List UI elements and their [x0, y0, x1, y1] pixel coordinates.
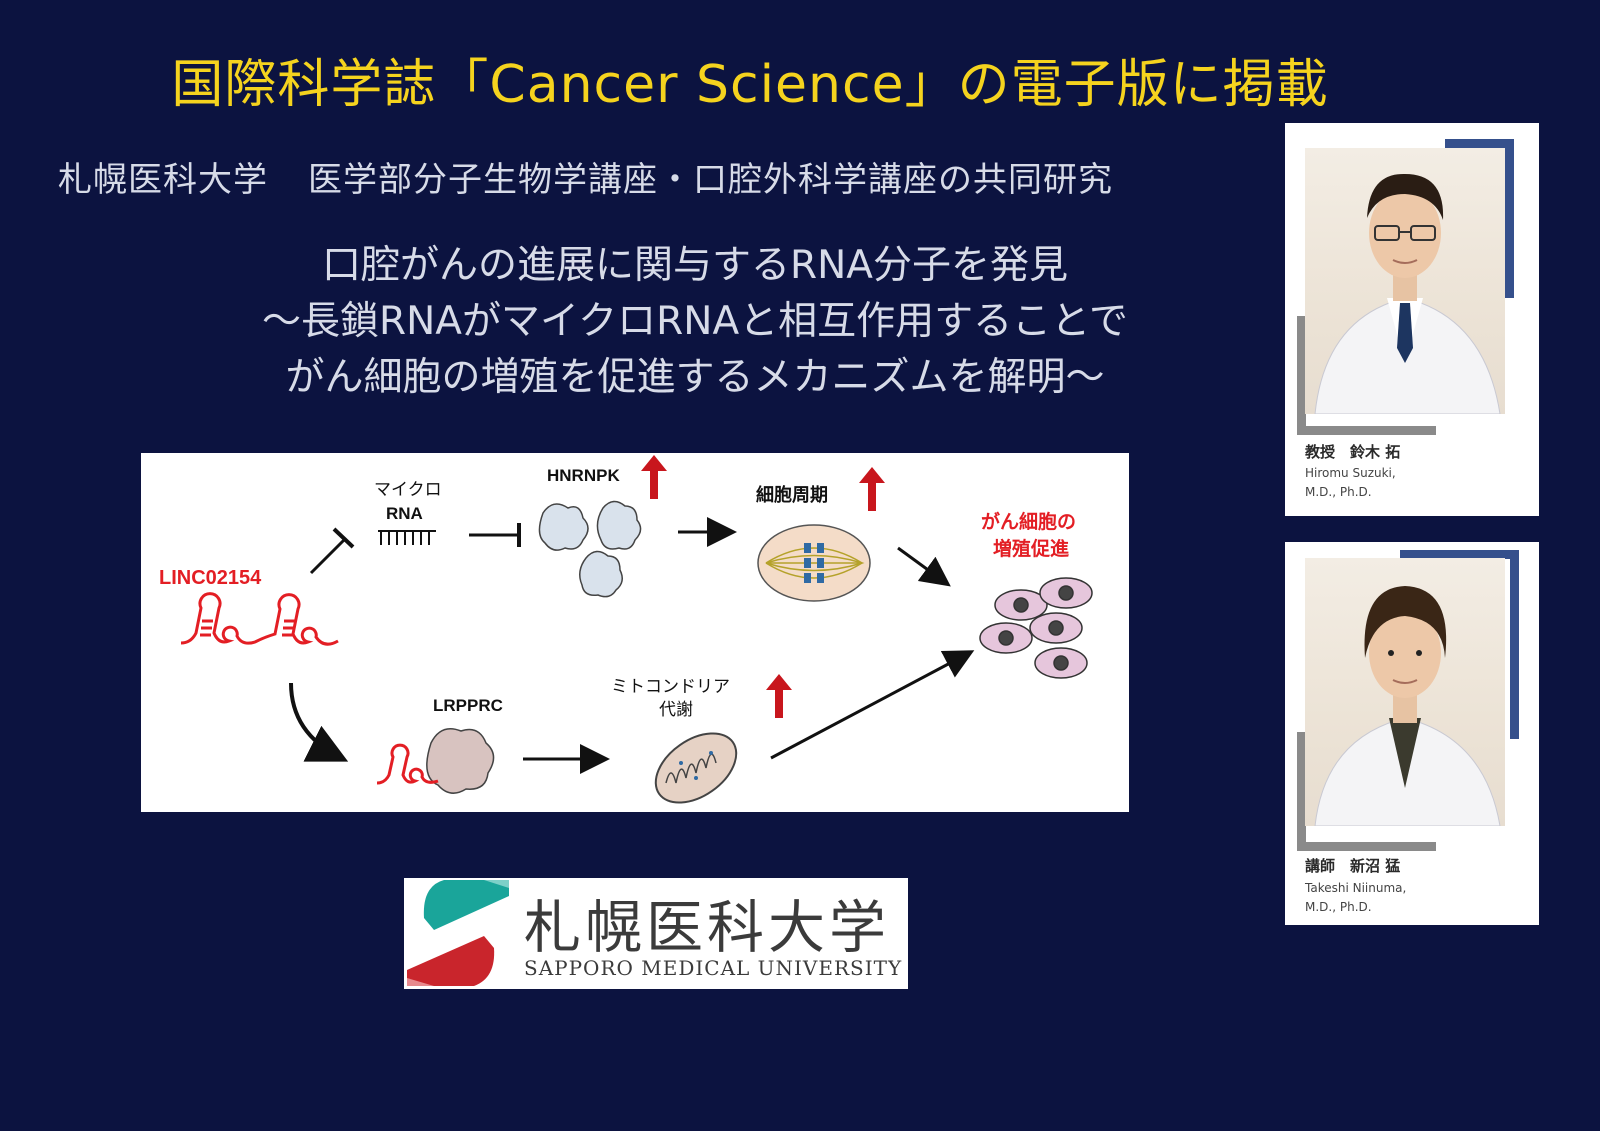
- lrpprc-protein-icon: [376, 728, 495, 794]
- person-english-name: Takeshi Niinuma, M.D., Ph.D.: [1305, 881, 1407, 914]
- mitochondria-icon: [654, 732, 738, 804]
- cell-cycle-label: 細胞周期: [756, 484, 828, 506]
- headline-line-1: 口腔がんの進展に関与するRNA分子を発見: [322, 243, 1068, 288]
- headline-line-2: ～長鎖RNAがマイクロRNAと相互作用することで: [262, 299, 1128, 344]
- headline-line-3: がん細胞の増殖を促進するメカニズムを解明～: [285, 355, 1105, 400]
- mito-label-2: 代謝: [659, 700, 693, 720]
- university-logo: 札幌医科大学 SAPPORO MEDICAL UNIVERSITY: [404, 878, 908, 989]
- lncrna-label: LINC02154: [159, 567, 262, 589]
- subtitle: 札幌医科大学医学部分子生物学講座・口腔外科学講座の共同研究: [58, 152, 1113, 201]
- mito-up-arrow-icon: [766, 674, 792, 718]
- mitosis-cell-icon: [757, 524, 871, 602]
- hnrnpk-label: HNRNPK: [547, 466, 620, 485]
- person-portrait-icon: [1314, 173, 1501, 414]
- cancer-label-1: がん細胞の: [981, 510, 1076, 533]
- profile-card-suzuki: 教授 鈴木 拓 Hiromu Suzuki, M.D., Ph.D.: [1285, 123, 1539, 516]
- person-role-name: 講師 新沼 猛: [1305, 857, 1401, 875]
- portrait-photo: [1305, 558, 1505, 826]
- portrait-photo: [1305, 148, 1505, 414]
- logo-mark-icon: [407, 880, 509, 986]
- page-title: 国際科学誌「Cancer Science」の電子版に掲載: [171, 55, 1329, 115]
- microrna-icon: [378, 530, 436, 545]
- person-portrait-icon: [1314, 586, 1501, 826]
- cell-cycle-up-arrow-icon: [859, 467, 885, 511]
- microrna-label-1: マイクロ: [374, 480, 442, 500]
- lrpprc-label: LRPPRC: [433, 696, 503, 715]
- mechanism-diagram: LINC02154 マイクロ RNA HNRNPK: [159, 455, 1093, 804]
- mechanism-figure: LINC02154 マイクロ RNA HNRNPK: [141, 453, 1129, 812]
- subtitle-university: 札幌医科大学: [58, 160, 268, 200]
- cancer-cells-icon: [979, 577, 1093, 679]
- headline: 口腔がんの進展に関与するRNA分子を発見 ～長鎖RNAがマイクロRNAと相互作用…: [0, 238, 1390, 406]
- profile-card-niinuma: 講師 新沼 猛 Takeshi Niinuma, M.D., Ph.D.: [1285, 542, 1539, 925]
- cancer-label-2: 増殖促進: [993, 537, 1069, 560]
- mito-label-1: ミトコンドリア: [611, 677, 730, 697]
- subtitle-departments: 医学部分子生物学講座・口腔外科学講座の共同研究: [308, 160, 1113, 200]
- hnrnpk-protein-icon: [538, 500, 642, 598]
- logo-english-name: SAPPORO MEDICAL UNIVERSITY: [524, 956, 903, 980]
- microrna-label-2: RNA: [386, 504, 423, 523]
- hnrnpk-up-arrow-icon: [641, 455, 667, 499]
- person-role-name: 教授 鈴木 拓: [1305, 443, 1401, 461]
- logo-japanese-name: 札幌医科大学: [524, 895, 890, 961]
- lncrna-icon: [180, 592, 339, 646]
- person-english-name: Hiromu Suzuki, M.D., Ph.D.: [1305, 466, 1396, 499]
